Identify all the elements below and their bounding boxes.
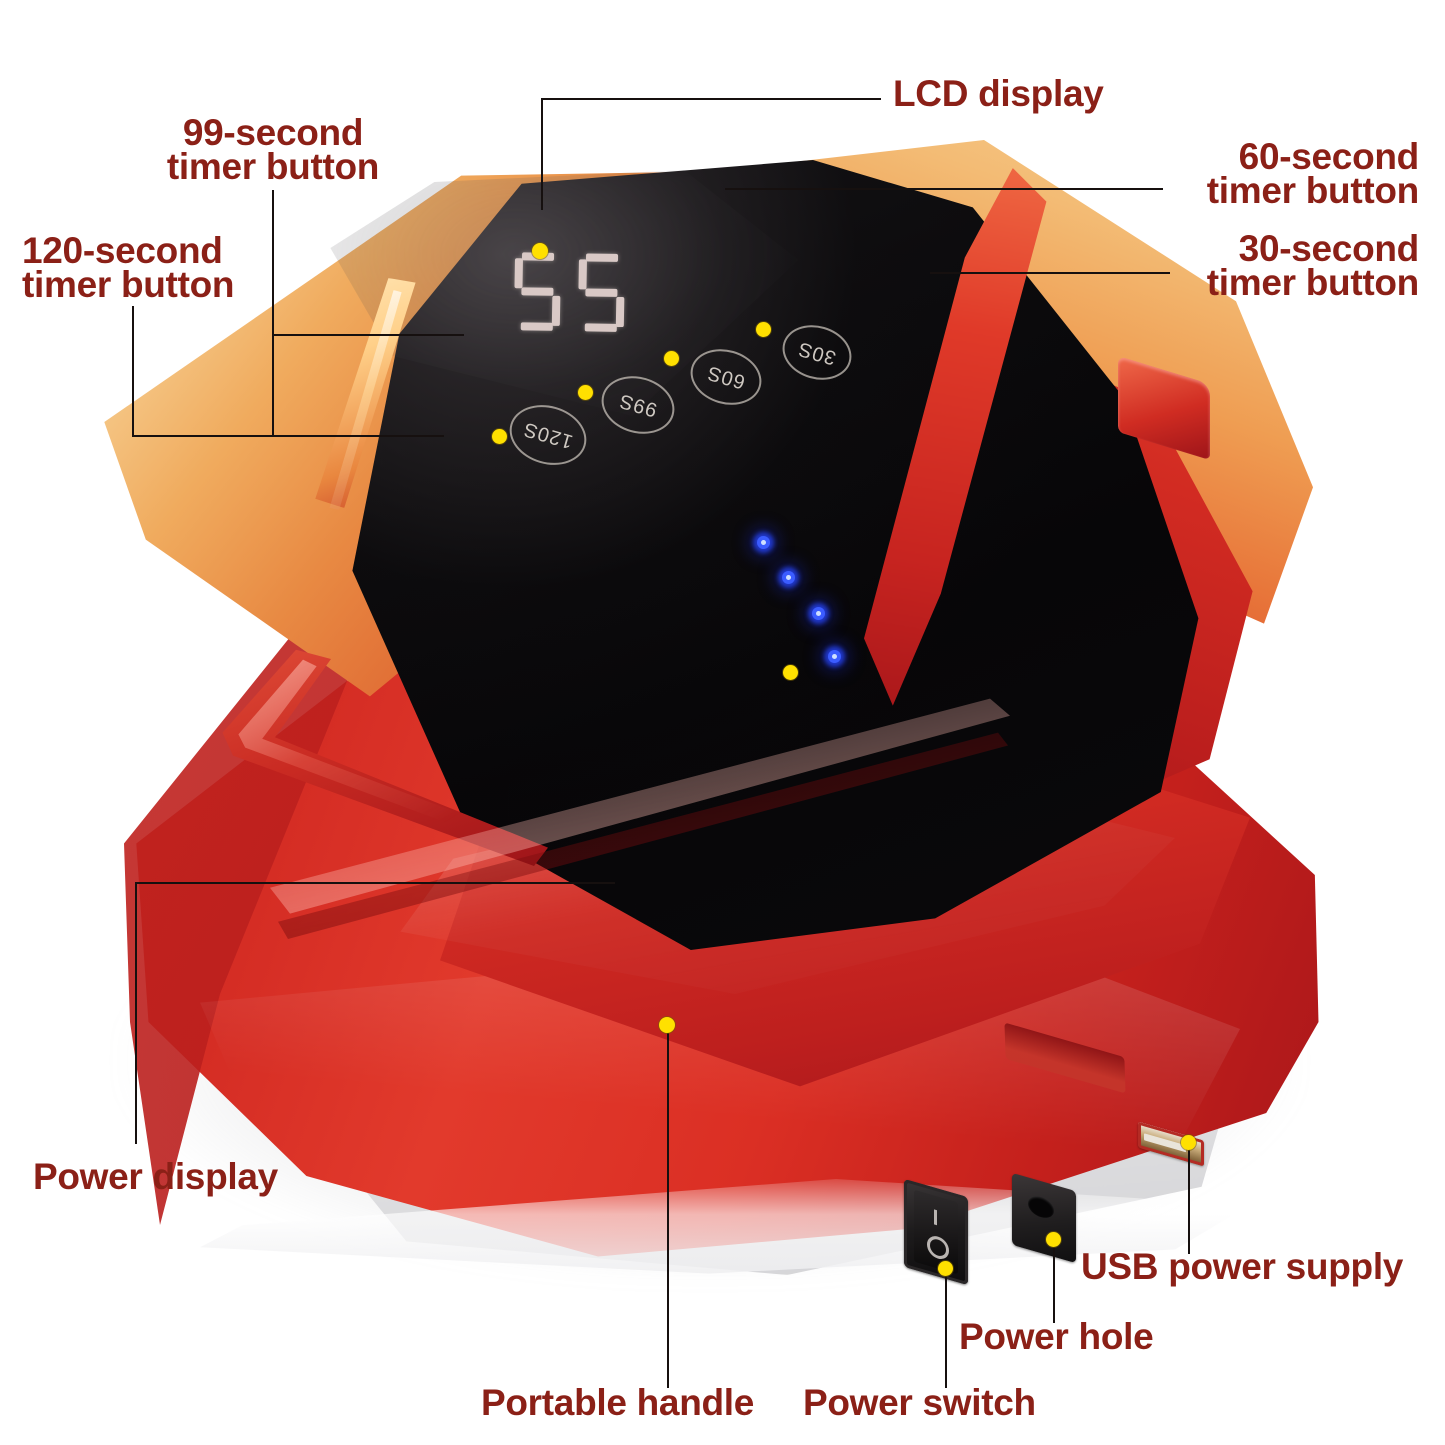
annotation-timer-60: 60-second timer button	[1206, 136, 1420, 212]
power-display-led-2	[782, 571, 795, 584]
leader-timer-120-horizontal	[132, 435, 444, 437]
marker-dot-power-hole	[1046, 1232, 1061, 1247]
annotation-power-switch: Power switch	[803, 1382, 1036, 1423]
lcd-digit-tens	[578, 253, 625, 332]
leader-power-switch-vertical	[945, 1272, 947, 1388]
timer-button-99s-label: 99S	[616, 389, 660, 422]
marker-dot-timer-99	[578, 385, 593, 400]
marker-dot-portable-handle	[659, 1017, 675, 1033]
leader-usb-vertical	[1188, 1146, 1190, 1254]
power-switch-rocker[interactable]	[904, 1178, 968, 1286]
power-display-led-1	[757, 536, 770, 549]
power-switch-on-mark	[934, 1209, 937, 1226]
usb-contact-tongue	[1144, 1133, 1186, 1153]
annotation-power-hole: Power hole	[959, 1316, 1154, 1357]
leader-lcd-display-vertical	[541, 98, 543, 210]
leader-timer-60-horizontal	[725, 188, 1163, 190]
annotation-lcd-display: LCD display	[893, 73, 1104, 114]
timer-button-60s-label: 60S	[704, 361, 748, 394]
annotation-timer-30: 30-second timer button	[1206, 228, 1420, 304]
marker-dot-lcd-display	[532, 243, 548, 259]
leader-timer-99-vertical	[272, 190, 274, 435]
annotation-portable-handle: Portable handle	[481, 1382, 755, 1423]
marker-dot-power-switch	[938, 1261, 953, 1276]
lcd-digit-ones	[513, 252, 560, 331]
marker-dot-timer-30	[756, 322, 771, 337]
leader-power-display-horizontal	[135, 882, 615, 884]
annotation-timer-120: 120-second timer button	[22, 230, 235, 306]
leader-timer-99-horizontal	[272, 334, 464, 336]
timer-button-30s-label: 30S	[795, 337, 839, 369]
timer-button-120s-label: 120S	[520, 417, 576, 454]
power-display-led-3	[812, 607, 825, 620]
lcd-display-readout	[499, 247, 625, 332]
annotation-usb-power-supply: USB power supply	[1081, 1246, 1404, 1287]
leader-timer-30-horizontal	[930, 272, 1170, 274]
marker-dot-timer-60	[664, 351, 679, 366]
annotation-power-display: Power display	[33, 1156, 278, 1197]
marker-dot-timer-120	[492, 429, 507, 444]
power-display-led-4	[828, 650, 841, 663]
annotation-timer-99: 99-second timer button	[166, 112, 380, 188]
leader-lcd-display-horizontal	[541, 98, 881, 100]
leader-timer-120-vertical	[132, 306, 134, 436]
marker-dot-usb	[1181, 1135, 1196, 1150]
power-hole-opening	[1028, 1193, 1054, 1221]
leader-power-hole-vertical	[1053, 1243, 1055, 1323]
leader-power-display-vertical	[135, 882, 137, 1144]
marker-dot-power-display	[783, 665, 798, 680]
leader-portable-handle-vertical	[667, 1030, 669, 1388]
